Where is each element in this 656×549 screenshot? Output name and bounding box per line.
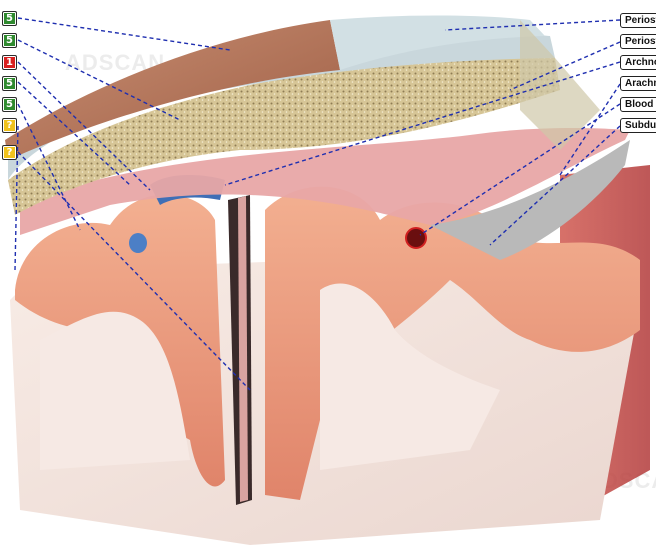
structure-label[interactable]: Arachnoid <box>620 76 656 91</box>
score-badge[interactable]: 5 <box>2 76 17 91</box>
score-badge[interactable]: ? <box>2 118 17 133</box>
blue-vein-section <box>129 233 147 253</box>
score-badge[interactable]: 5 <box>2 97 17 112</box>
score-badge[interactable]: ? <box>2 145 17 160</box>
red-vessel <box>406 228 426 248</box>
structure-label[interactable]: Periosteal <box>620 34 656 49</box>
structure-label[interactable]: Blood <box>620 97 656 112</box>
structure-label[interactable]: Archnoid <box>620 55 656 70</box>
structure-label[interactable]: Periosteum <box>620 13 656 28</box>
score-badge[interactable]: 1 <box>2 55 17 70</box>
leader-line <box>18 18 230 50</box>
score-badge[interactable]: 5 <box>2 11 17 26</box>
score-badge[interactable]: 5 <box>2 33 17 48</box>
structure-label[interactable]: Subdural <box>620 118 656 133</box>
